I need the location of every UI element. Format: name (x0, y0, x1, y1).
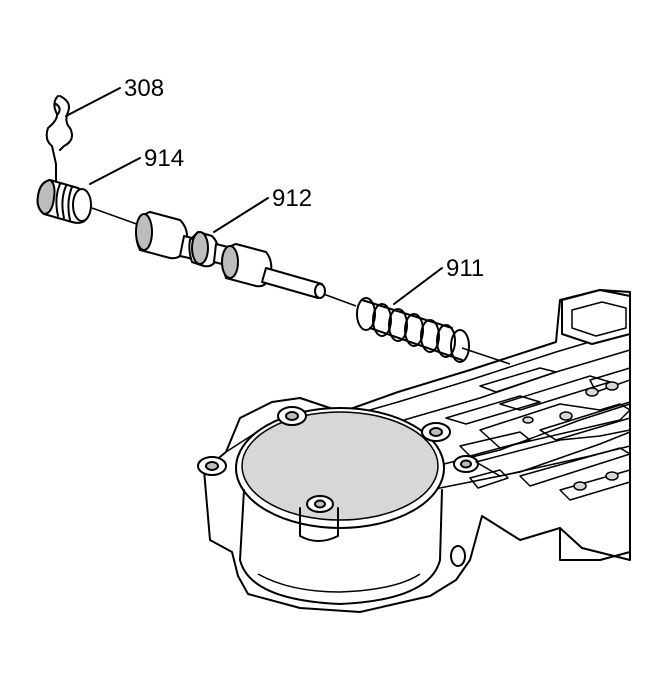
valve (135, 211, 326, 299)
callout-914: 914 (144, 145, 184, 172)
spring (356, 297, 470, 363)
callout-308: 308 (124, 75, 164, 102)
retaining-clip (45, 95, 73, 183)
callout-912: 912 (272, 185, 312, 212)
callout-leaders (65, 87, 443, 305)
callout-911: 911 (446, 255, 484, 282)
bore-plug (36, 179, 92, 224)
valve-body (197, 289, 631, 613)
